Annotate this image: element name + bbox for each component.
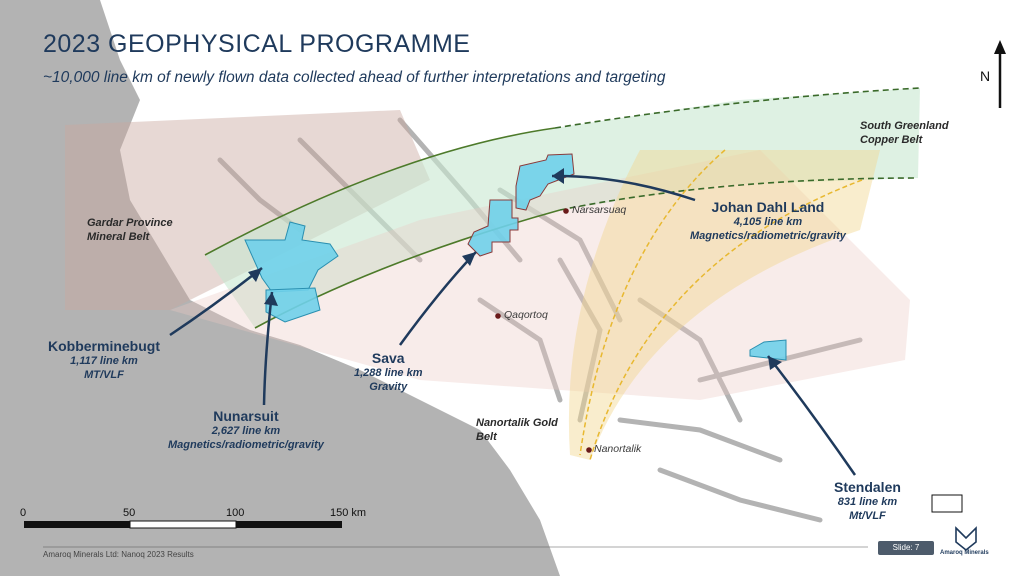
label-sava: Sava 1,288 line km Gravity — [354, 350, 423, 394]
arrow-nunarsuit — [262, 291, 274, 406]
page-subtitle: ~10,000 line km of newly flown data coll… — [43, 69, 666, 86]
label-stendalen: Stendalen 831 line km Mt/VLF — [834, 479, 901, 523]
survey-area-sava[interactable] — [467, 199, 519, 257]
survey-name: Nunarsuit — [213, 408, 279, 424]
survey-method: MT/VLF — [84, 369, 124, 381]
scale-bar-seg-1 — [24, 521, 130, 528]
survey-name: Stendalen — [834, 479, 901, 495]
town-qaqortoq: Qaqortoq — [504, 309, 548, 321]
survey-area-nunarsuit[interactable] — [265, 287, 321, 323]
survey-method: Magnetics/radiometric/gravity — [690, 230, 846, 242]
scale-bar-seg-3 — [236, 521, 342, 528]
survey-name: Sava — [371, 350, 405, 366]
survey-length: 1,288 line km — [354, 367, 423, 379]
page-title: 2023 GEOPHYSICAL PROGRAMME — [43, 30, 471, 58]
belt-line-1: Gardar Province — [87, 217, 173, 229]
label-johan-dahl-land: Johan Dahl Land 4,105 line km Magnetics/… — [690, 199, 846, 243]
survey-method: Magnetics/radiometric/gravity — [168, 439, 324, 451]
inset-greenland — [932, 352, 1020, 498]
belt-line-1: Nanortalik Gold — [476, 417, 558, 429]
belt-label-gardar: Gardar Province Mineral Belt — [87, 216, 173, 244]
copper-belt-north-dashed — [554, 87, 921, 129]
scale-tick-0: 0 — [20, 507, 27, 519]
logo-text: Amaroq Minerals — [940, 550, 989, 556]
survey-length: 2,627 line km — [211, 425, 281, 437]
slide-number-badge: Slide: 7 — [878, 541, 934, 555]
survey-length: 1,117 line km — [70, 355, 138, 367]
scale-tick-100: 100 — [226, 507, 245, 519]
belt-line-2: Mineral Belt — [87, 231, 150, 243]
logo-mark-icon — [955, 526, 977, 552]
town-dot-nanortalik — [586, 447, 592, 453]
gold-belt-line-2 — [589, 179, 863, 461]
survey-area-johan-dahl-land[interactable] — [515, 153, 575, 211]
survey-length: 831 line km — [837, 496, 898, 508]
survey-name: Johan Dahl Land — [711, 199, 825, 215]
belt-label-copper: South Greenland Copper Belt — [860, 119, 949, 147]
label-nunarsuit: Nunarsuit 2,627 line km Magnetics/radiom… — [168, 408, 324, 452]
survey-areas — [244, 153, 787, 361]
belt-line-2: Belt — [476, 431, 497, 443]
survey-method: Mt/VLF — [849, 510, 886, 522]
survey-method: Gravity — [369, 381, 408, 393]
scale-tick-150: 150 km — [330, 507, 367, 519]
scale-bar-seg-2 — [129, 520, 237, 529]
scale-tick-50: 50 — [123, 507, 136, 519]
gardar-belt-zone — [65, 110, 430, 310]
town-dot-qaqortoq — [495, 313, 501, 319]
footer-text: Amaroq Minerals Ltd: Nanoq 2023 Results — [43, 550, 194, 559]
survey-name: Kobberminebugt — [48, 338, 160, 354]
gold-belt-zone — [568, 150, 880, 460]
survey-area-stendalen[interactable] — [749, 339, 787, 361]
label-kobberminebugt: Kobberminebugt 1,117 line km MT/VLF — [48, 338, 160, 382]
town-narsarsuaq: Narsarsuaq — [572, 204, 627, 216]
town-dot-narsarsuaq — [563, 208, 569, 214]
arrow-stendalen — [767, 355, 857, 476]
town-nanortalik: Nanortalik — [594, 443, 642, 455]
copper-belt-south-dashed — [559, 177, 919, 211]
pink-zone — [170, 150, 910, 400]
gold-belt-line-1 — [579, 149, 726, 456]
north-arrow-head — [994, 40, 1006, 54]
arrow-johan-dahl-land — [551, 174, 696, 202]
inset-locator — [931, 494, 963, 513]
belt-label-nanortalik: Nanortalik Gold Belt — [476, 416, 558, 444]
belt-line-2: Copper Belt — [860, 134, 923, 146]
belt-line-1: South Greenland — [860, 120, 949, 132]
survey-length: 4,105 line km — [733, 216, 803, 228]
north-label: N — [980, 68, 991, 84]
arrowheads — [248, 168, 782, 370]
copper-belt-north-line — [204, 127, 556, 256]
